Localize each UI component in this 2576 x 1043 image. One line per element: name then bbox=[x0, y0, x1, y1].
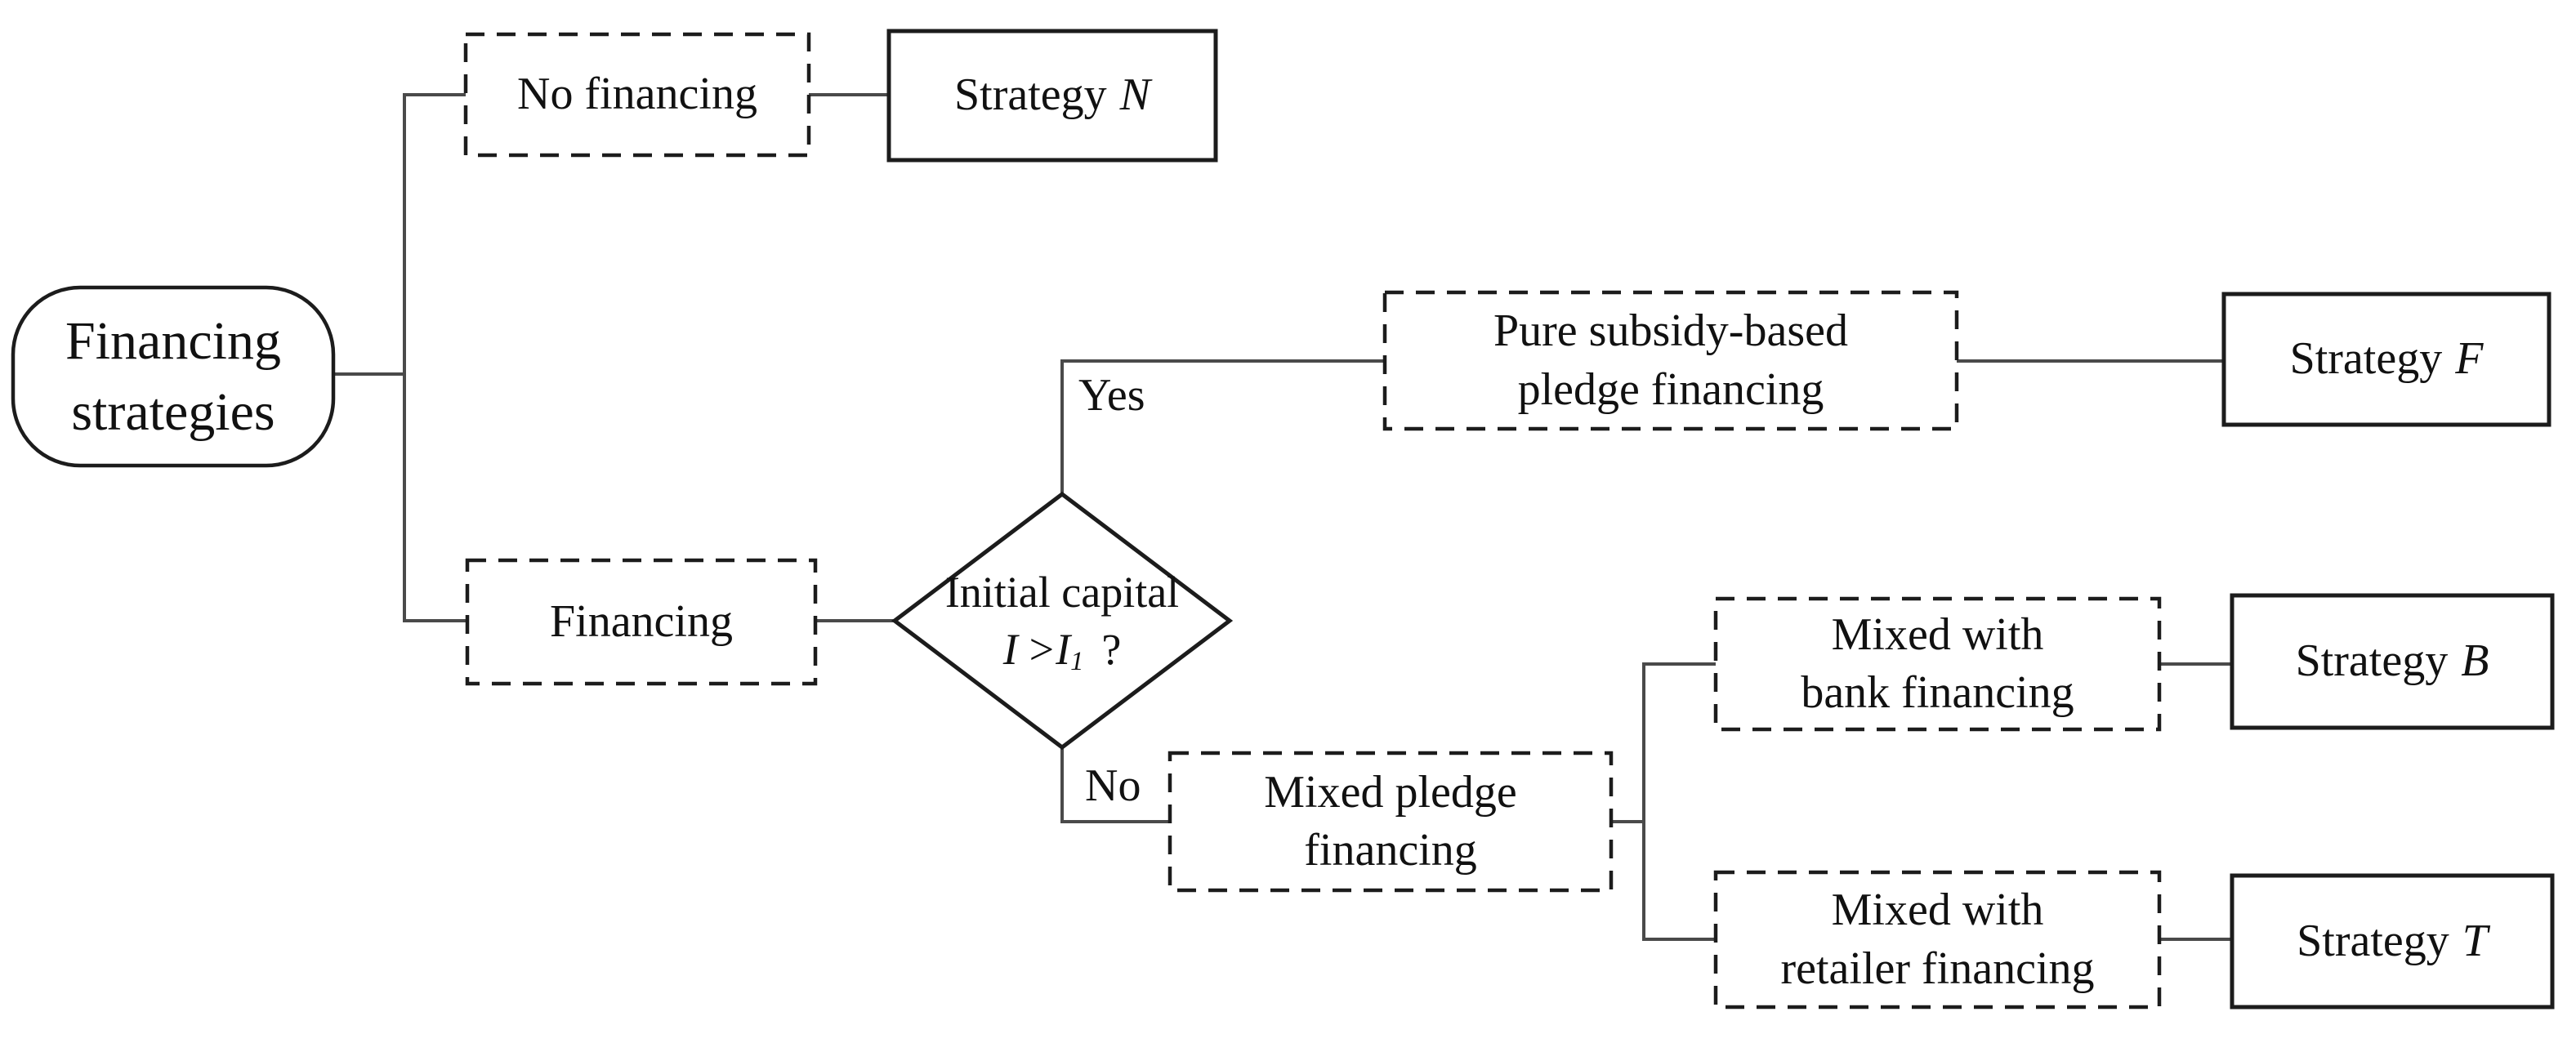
node-box-pure-subsidy bbox=[1382, 290, 1959, 431]
strategy-f-prefix: Strategy bbox=[2289, 333, 2443, 385]
strategy-t-letter: T bbox=[2462, 915, 2488, 966]
connector-decision-no bbox=[1060, 746, 1170, 823]
decision-line2: I > I 1 ? bbox=[1003, 621, 1122, 678]
strategy-f-letter: F bbox=[2455, 333, 2484, 385]
strategy-t-prefix: Strategy bbox=[2297, 915, 2449, 966]
node-label-financing: Financing bbox=[550, 595, 733, 647]
connector-mixedpledge-split bbox=[1642, 662, 1716, 941]
node-label-mixed-pledge: Mixed pledge financing bbox=[1264, 766, 1517, 876]
connector-decision-yes bbox=[1060, 359, 1385, 496]
strategy-b-prefix: Strategy bbox=[2295, 635, 2449, 687]
node-label-strategy-n: Strategy N bbox=[889, 31, 1216, 160]
node-label-strategy-t: Strategy T bbox=[2232, 876, 2552, 1007]
decision-question-mark: ? bbox=[1101, 625, 1122, 674]
decision-operator: > bbox=[1029, 625, 1055, 674]
node-box-mixed-retailer bbox=[1713, 870, 2162, 1010]
node-label-strategy-b: Strategy B bbox=[2232, 595, 2552, 728]
decision-var-left: I bbox=[1002, 625, 1018, 674]
node-label-mixed-retailer: Mixed with retailer financing bbox=[1780, 885, 2095, 994]
node-label-no-financing: No financing bbox=[517, 69, 757, 120]
decision-line1: Initial capital bbox=[944, 567, 1180, 617]
node-label-strategy-f: Strategy F bbox=[2224, 294, 2549, 425]
dashed-node-boxes bbox=[463, 32, 2162, 1010]
decision-subscript: 1 bbox=[1070, 647, 1084, 677]
node-box-strategy-n bbox=[886, 29, 1218, 163]
strategy-n-prefix: Strategy bbox=[954, 69, 1107, 121]
node-box-mixed-pledge bbox=[1167, 751, 1614, 893]
solid-node-boxes bbox=[886, 29, 2555, 1010]
node-box-no-financing bbox=[463, 32, 811, 158]
connector-lines bbox=[333, 93, 2232, 941]
strategy-n-letter: N bbox=[1119, 69, 1150, 121]
edge-label-no: No bbox=[1085, 760, 1141, 811]
node-box-root bbox=[11, 285, 336, 468]
connector-trunk-branches bbox=[403, 93, 467, 622]
decision-diamond bbox=[891, 491, 1234, 751]
node-label-pure-subsidy: Pure subsidy-based pledge financing bbox=[1493, 305, 1848, 415]
node-box-strategy-b bbox=[2230, 593, 2555, 730]
edge-label-yes: Yes bbox=[1078, 370, 1145, 421]
node-box-strategy-t bbox=[2230, 873, 2555, 1010]
node-box-financing bbox=[465, 558, 818, 686]
node-box-strategy-f bbox=[2221, 292, 2551, 427]
node-box-mixed-bank bbox=[1713, 596, 2162, 732]
node-label-mixed-bank: Mixed with bank financing bbox=[1801, 608, 2074, 718]
decision-var-right: I bbox=[1056, 625, 1071, 674]
node-label-decision: Initial capital I > I 1 ? bbox=[899, 541, 1225, 701]
node-label-root: Financing strategies bbox=[65, 310, 281, 442]
strategy-b-letter: B bbox=[2461, 635, 2489, 687]
